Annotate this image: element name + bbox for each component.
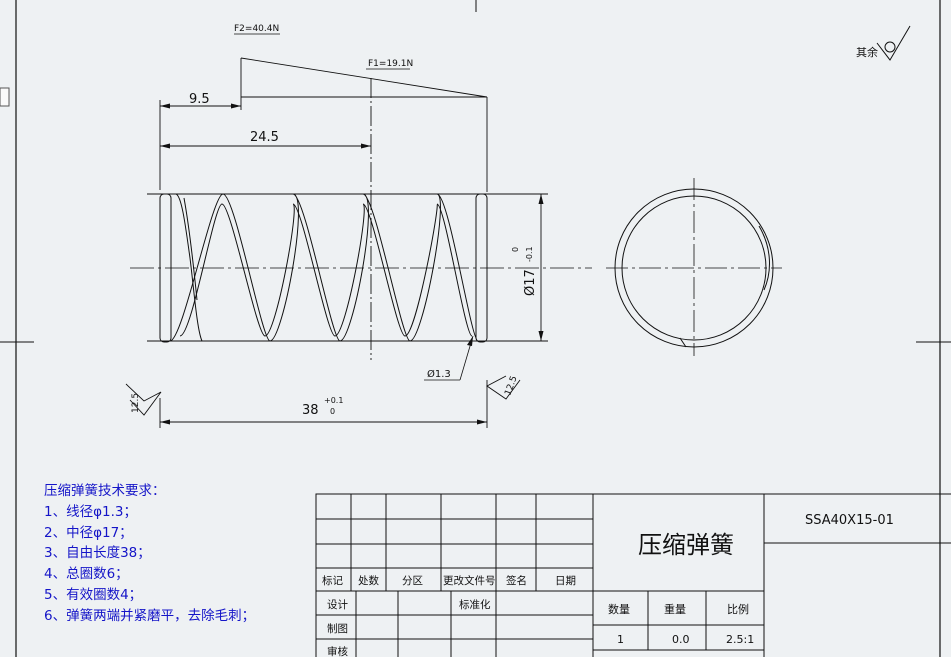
qty-label: 数量 <box>608 603 630 616</box>
rev-header-doc: 更改文件号 <box>443 574 496 587</box>
sheet-tab-handle[interactable] <box>0 87 10 107</box>
dim-tol-17-upper: 0 <box>511 247 520 252</box>
label-f1: F1=19.1N <box>368 59 413 69</box>
label-f2: F2=40.4N <box>234 24 279 34</box>
dim-text-phi17: Ø17 <box>523 269 538 296</box>
roughness-symbol-right <box>486 375 521 400</box>
row-standardize: 标准化 <box>459 598 491 611</box>
dim-arrow <box>160 143 170 149</box>
force-diagram <box>159 57 488 428</box>
dim-arrow <box>231 103 241 109</box>
dim-text-wire: Ø1.3 <box>427 368 451 380</box>
rev-header-zone: 分区 <box>402 575 423 587</box>
rev-header-date: 日期 <box>555 575 576 587</box>
roughness-symbol-other <box>876 25 911 61</box>
roughness-text-right: 12.5 <box>503 375 519 397</box>
scale-label: 比例 <box>727 602 749 616</box>
tech-item: 6、弹簧两端并紧磨平，去除毛刺； <box>44 607 256 624</box>
title-part-name: 压缩弹簧 <box>638 531 734 559</box>
title-block-grid <box>315 493 951 657</box>
row-draw: 制图 <box>327 622 348 635</box>
rev-header-mark: 标记 <box>322 575 343 587</box>
dim-arrow <box>467 336 473 346</box>
tech-item: 2、中径φ17； <box>44 524 133 541</box>
roughness-symbol-left <box>125 383 162 416</box>
rev-header-count: 处数 <box>358 574 379 587</box>
tech-item: 5、有效圈数4； <box>44 586 143 603</box>
dim-tol-17-lower: -0.1 <box>525 246 534 262</box>
dim-text-38: 38 <box>302 403 319 418</box>
tech-item: 3、自由长度38； <box>44 545 151 562</box>
row-review: 审核 <box>327 645 348 657</box>
spring-end-view <box>606 178 782 356</box>
qty-value: 1 <box>617 633 624 646</box>
weight-value: 0.0 <box>672 633 690 646</box>
dim-arrow <box>477 419 487 425</box>
title-part-code: SSA40X15-01 <box>805 513 894 528</box>
roughness-text-left: 12.5 <box>131 393 141 413</box>
tech-item: 4、总圈数6； <box>44 566 129 583</box>
dim-arrow <box>160 419 170 425</box>
row-design: 设计 <box>327 598 348 611</box>
dim-arrow <box>361 143 371 149</box>
dim-tol-38-upper: +0.1 <box>324 396 343 405</box>
tech-requirements: 压缩弹簧技术要求： 1、线径φ1.3； 2、中径φ17； 3、自由长度38； 4… <box>44 481 255 627</box>
tech-item: 1、线径φ1.3； <box>44 503 137 520</box>
dim-arrow <box>538 331 544 341</box>
rev-header-sign: 签名 <box>506 574 527 587</box>
dim-tol-38-lower: 0 <box>330 407 335 416</box>
dim-arrow <box>160 103 170 109</box>
spring-coils <box>159 193 488 343</box>
dim-text-24-5: 24.5 <box>250 130 279 145</box>
scale-value: 2.5:1 <box>726 633 754 646</box>
tech-requirements-title: 压缩弹簧技术要求： <box>44 483 166 499</box>
roughness-label-other: 其余 <box>856 45 878 59</box>
dim-text-9-5: 9.5 <box>189 92 210 107</box>
dim-arrow <box>538 194 544 204</box>
weight-label: 重量 <box>664 602 686 616</box>
